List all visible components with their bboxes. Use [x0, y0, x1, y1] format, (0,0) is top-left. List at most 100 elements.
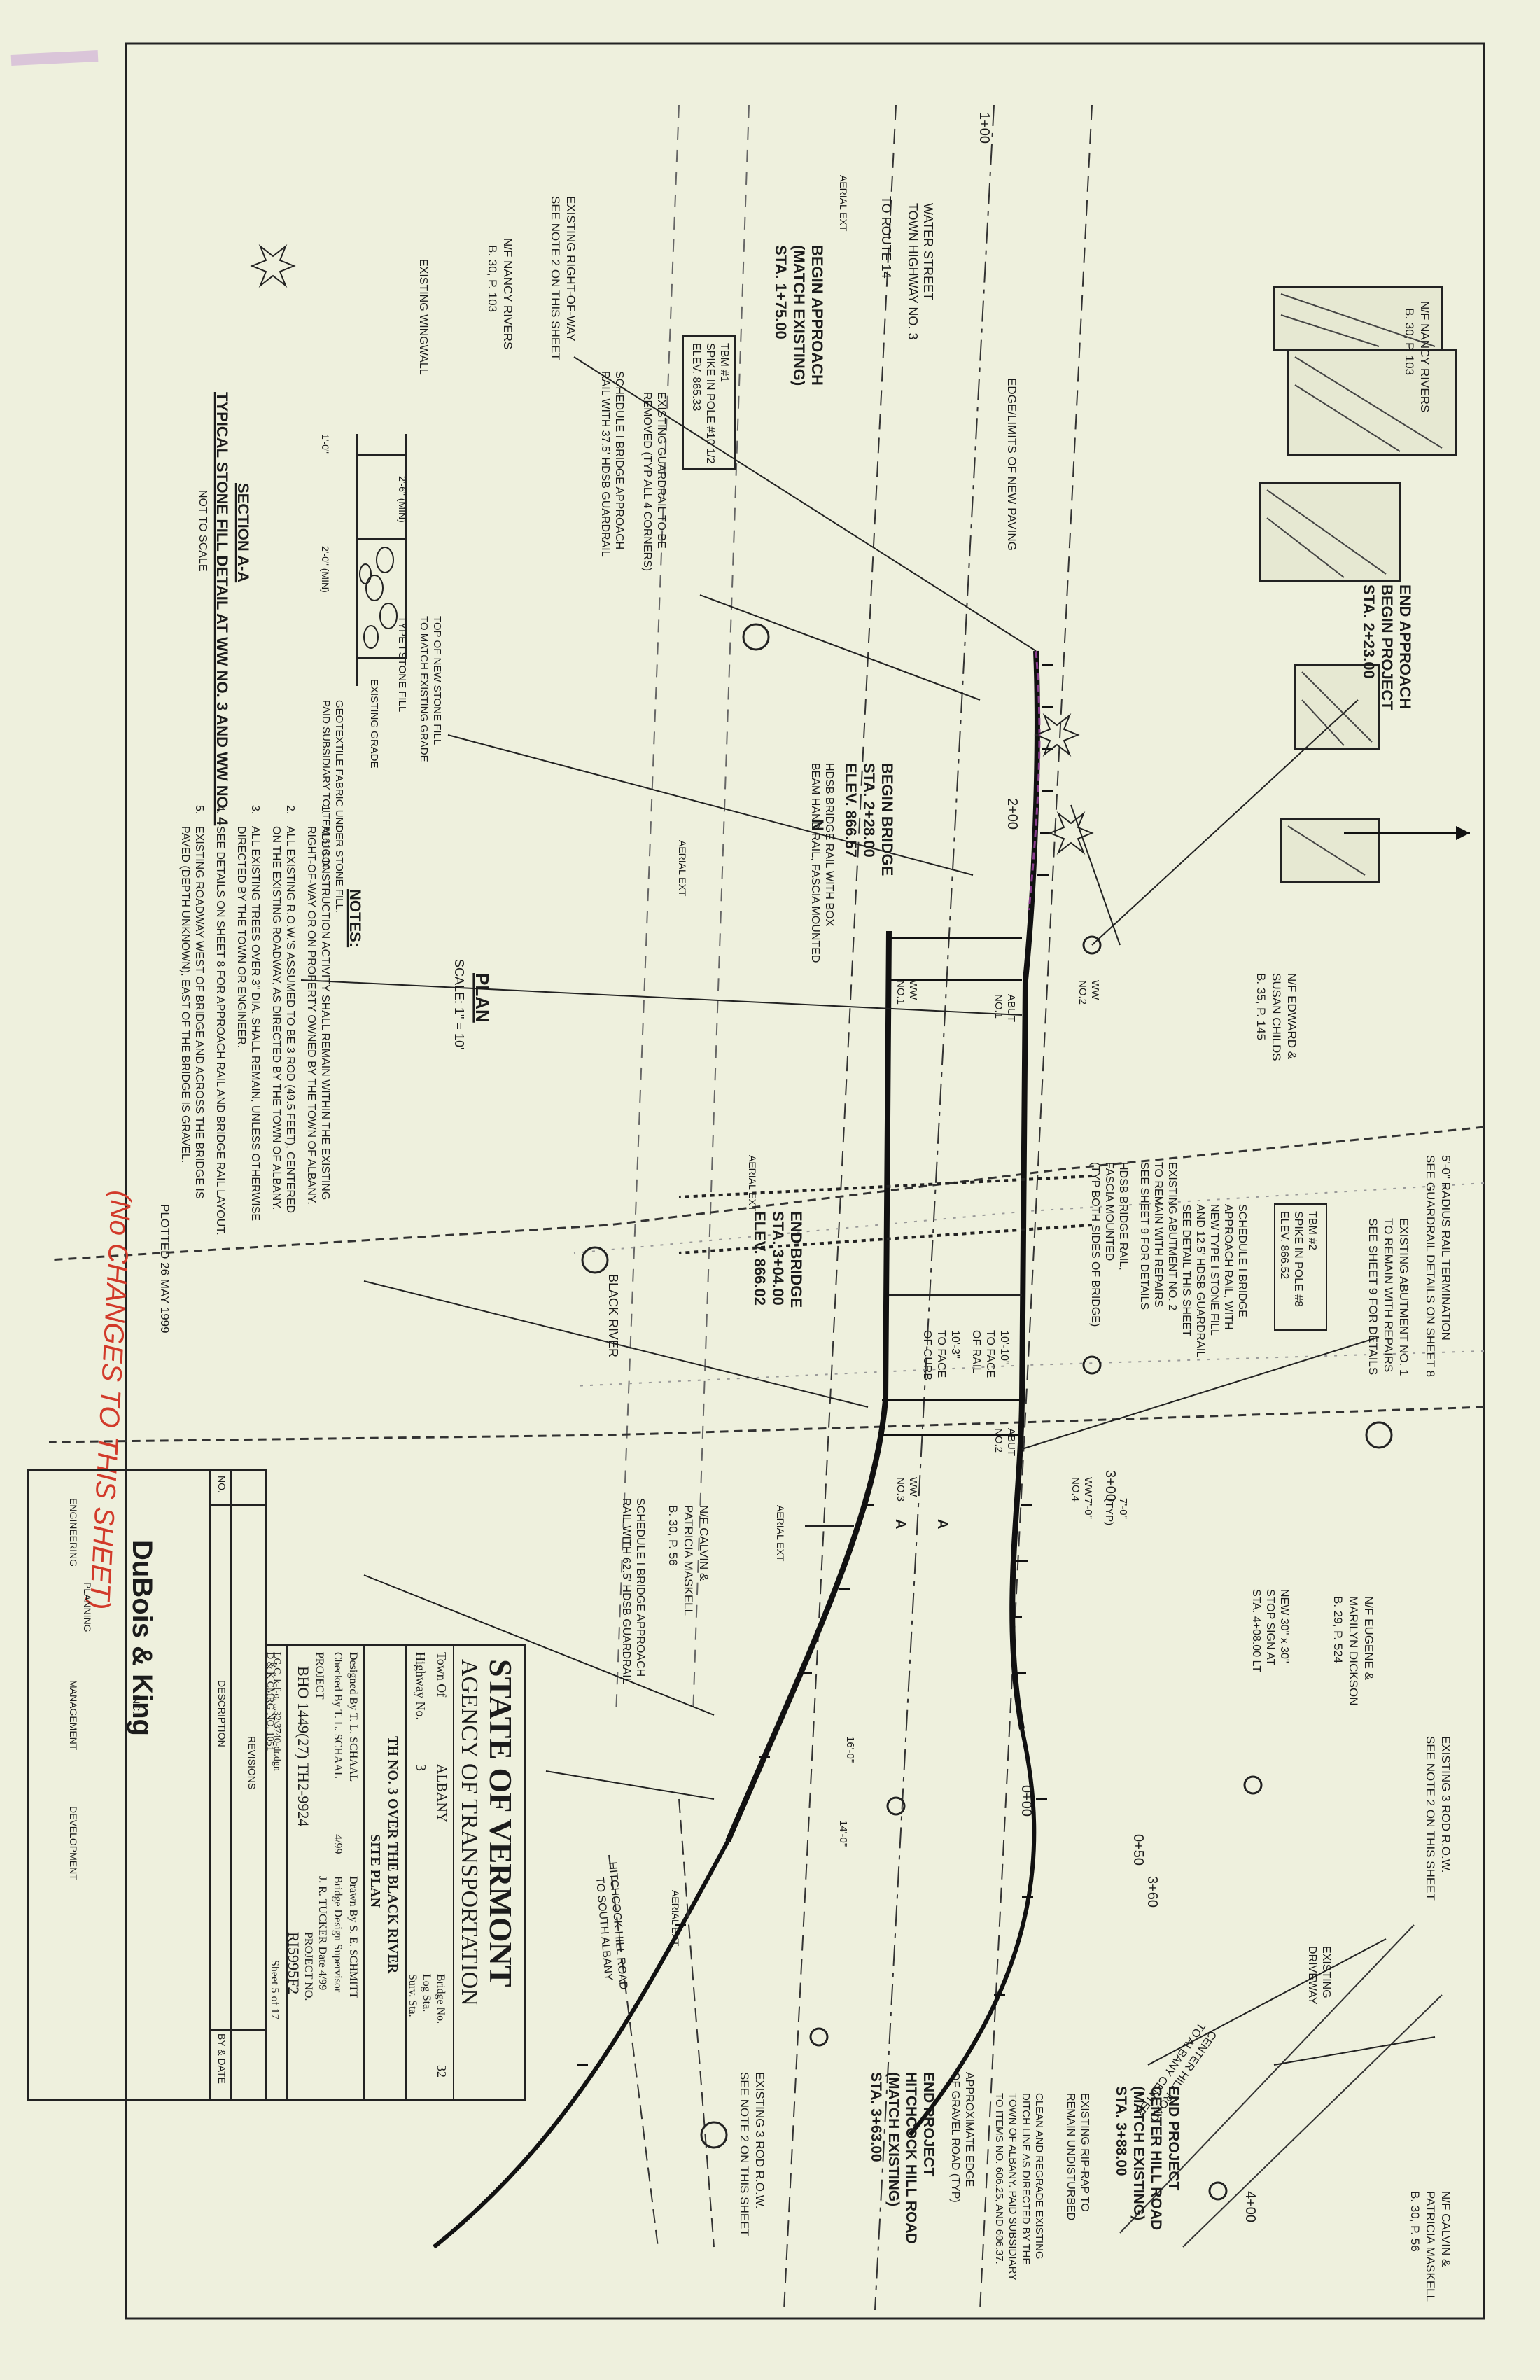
- black-river-label: BLACK RIVER: [606, 1274, 620, 1357]
- sheet-border: [125, 42, 1485, 2320]
- existing-3rod-top: EXISTING 3 ROD R.O.W.SEE NOTE 2 ON THIS …: [1424, 1736, 1452, 1900]
- plan-drawing: [48, 104, 1485, 2311]
- town-label: Town Of: [435, 1652, 449, 1697]
- to-route14: TO ROUTE 14: [879, 196, 893, 279]
- highway-value: 3: [413, 1764, 428, 1771]
- nf-maskell-top: N/F CALVIN &PATRICIA MASKELLB. 30, P. 56: [1408, 2191, 1452, 2302]
- abut2-remain-note: EXISTING ABUTMENT NO. 2TO REMAIN WITH RE…: [1138, 1162, 1178, 1310]
- firm-service: PLANNING: [82, 1582, 93, 1632]
- aerial-ext-label: AERIAL EXT: [747, 1155, 758, 1212]
- stop-sign-note: NEW 30" x 30"STOP SIGN ATSTA. 4+08.00 LT: [1250, 1589, 1290, 1672]
- agency-title: STATE OF VERMONT: [483, 1659, 519, 1987]
- existing-3rod-low: EXISTING 3 ROD R.O.W.SEE NOTE 2 ON THIS …: [738, 2072, 766, 2236]
- section-mark-a: A: [892, 1519, 908, 1529]
- rev-by-label: BY & DATE: [216, 2033, 227, 2084]
- project-no-label: PROJECT NO.: [302, 1932, 314, 2001]
- clean-ditch-note: CLEAN AND REGRADE EXISTINGDITCH LINE AS …: [993, 2093, 1045, 2281]
- checked-by: Checked By T. L. SCHAAL: [332, 1652, 344, 1779]
- begin-approach-callout: BEGIN APPROACH(MATCH EXISTING)STA. 1+75.…: [772, 245, 826, 386]
- type-stone-note: TYPE I STONE FILL: [396, 616, 408, 712]
- existing-grade-note: EXISTING GRADE: [368, 679, 380, 769]
- log-sta-label: Log Sta.: [421, 1974, 433, 2012]
- existing-riprap: EXISTING RIP-RAP TOREMAIN UNDISTURBED: [1065, 2093, 1091, 2220]
- aerial-ext-label: AERIAL EXT: [838, 175, 849, 232]
- station-label: 2+00: [1004, 798, 1020, 830]
- agency-subtitle: AGENCY OF TRANSPORTATION: [456, 1659, 482, 2006]
- face-curb-dim: 10'-3"TO FACEOF CURB: [921, 1330, 961, 1380]
- north-arrow-label: N: [808, 819, 827, 831]
- plan-title: PLAN: [472, 973, 493, 1023]
- aerial-ext-label: AERIAL EXT: [775, 1505, 786, 1562]
- dim-14ft: 14'-0": [837, 1820, 849, 1847]
- end-approach-callout: END APPROACHBEGIN PROJECTSTA. 2+23.00: [1360, 584, 1414, 710]
- dim-7ft: 7'-0": [1117, 1498, 1129, 1519]
- station-label: 1+00: [976, 112, 992, 144]
- end-project-hitchcock: END PROJECTHITCHCOCK HILL ROAD(MATCH EXI…: [868, 2072, 937, 2244]
- nf-rivers-top: N/F NANCY RIVERSB. 30, P. 103: [1403, 301, 1432, 412]
- nf-maskell-low: N/F CALVIN &PATRICIA MASKELLB. 30, P. 56: [666, 1505, 710, 1616]
- schedule-rail-note: SCHEDULE I BRIDGE APPROACHRAIL WITH 37.5…: [599, 371, 625, 557]
- existing-wingwall-label: EXISTING WINGWALL: [417, 259, 429, 375]
- project-label: PROJECT: [314, 1652, 326, 1700]
- section-a-a-detail: [356, 434, 407, 686]
- abut-no1: ABUTNO.1: [993, 994, 1017, 1022]
- project-no: RI5995F2: [285, 1932, 302, 1994]
- note-item: 5.EXISTING ROADWAY WEST OF BRIDGE AND AC…: [179, 805, 205, 1199]
- end-bridge-callout: END BRIDGESTA. 3+04.00ELEV. 866.02: [751, 1211, 805, 1308]
- water-street-label: WATER STREETTOWN HIGHWAY NO. 3: [906, 203, 935, 340]
- drawn-by: Drawn By S. E. SCHMITT: [347, 1876, 359, 1998]
- schedule-rail-new-note: SCHEDULE I BRIDGEAPPROACH RAIL, WITHNEW …: [1180, 1204, 1248, 1357]
- top-stone-note: TOP OF NEW STONE FILLTO MATCH EXISTING G…: [418, 616, 443, 762]
- project-name: BHO 1449(27) TH2-9924: [295, 1666, 312, 1826]
- hdsb-rail-note: HDSB BRIDGE RAIL WITH BOXBEAM HAND RAIL,…: [809, 763, 835, 962]
- tbm2-box: TBM #2SPIKE IN POLE #8ELEV. 866.52: [1278, 1211, 1318, 1307]
- rev-desc-label: DESCRIPTION: [216, 1680, 227, 1747]
- schedule-rail-62-note: SCHEDULE I BRIDGE APPROACHRAIL WITH 62.5…: [620, 1498, 646, 1684]
- end-project-center: END PROJECTCENTER HILL ROAD(MATCH EXISTI…: [1113, 2086, 1182, 2230]
- rev-no-label: NO.: [216, 1476, 227, 1493]
- dk-line: D & K CMRG NO. 1051: [265, 1652, 275, 1751]
- supervisor-name: J. R. TUCKER Date 4/99: [316, 1876, 328, 1990]
- aerial-ext-label: AERIAL EXT: [670, 1890, 681, 1947]
- section-dim-right: 2'-0" (MIN): [320, 546, 331, 593]
- firm-service: MANAGEMENT: [68, 1680, 79, 1751]
- firm-logo: DuBois & King: [127, 1540, 158, 1736]
- aerial-ext-label: AERIAL EXT: [677, 840, 688, 897]
- firm-service: DEVELOPMENT: [68, 1806, 79, 1880]
- station-label: 3+60: [1144, 1876, 1160, 1907]
- station-label: 3+00: [1102, 1470, 1118, 1502]
- tbm1-box: TBM #1SPIKE IN POLE #10 1/2ELEV. 865.33: [690, 343, 730, 464]
- sheet-title: SITE PLAN: [368, 1834, 383, 1908]
- notes-heading: NOTES:: [346, 889, 364, 947]
- bridge-no-label: Bridge No.: [435, 1974, 447, 2024]
- title-block: REVISIONS NO. DESCRIPTION BY & DATE DuBo…: [27, 1469, 526, 2101]
- section-subtitle: TYPICAL STONE FILL DETAIL AT WW NO. 3 AN…: [214, 392, 231, 826]
- nf-rivers-low: N/F NANCY RIVERSB. 30, P. 103: [486, 238, 514, 349]
- highway-label: Highway No.: [414, 1652, 428, 1720]
- ww-no4: WWNO.4: [1070, 1477, 1094, 1502]
- abut-no2: ABUTNO.2: [993, 1428, 1017, 1456]
- abut1-remain-note: EXISTING ABUTMENT NO. 1TO REMAIN WITH RE…: [1366, 1218, 1410, 1376]
- begin-bridge-callout: BEGIN BRIDGESTA. 2+28.00ELEV. 866.57: [842, 763, 896, 876]
- dim-typ: (TYP): [1103, 1498, 1115, 1525]
- firm-inc: INC.: [131, 1694, 142, 1714]
- firm-service: ENGINEERING: [68, 1498, 79, 1567]
- face-rail-dim: 10'-10"TO FACEOF RAIL: [970, 1330, 1010, 1378]
- note-item: 1.ALL CONSTRUCTION ACTIVITY SHALL REMAIN…: [305, 805, 331, 1205]
- station-label: 4+00: [1242, 2191, 1258, 2222]
- hdsb-fascia-note: HDSB BRIDGE RAIL,FASCIA MOUNTED(TYP BOTH…: [1089, 1162, 1129, 1326]
- dim-7ft: 7'-0": [1082, 1498, 1094, 1519]
- plan-scale: SCALE: 1" = 10': [452, 959, 466, 1049]
- ww-no2: WWNO.2: [1077, 980, 1101, 1004]
- station-label: 0+00: [1018, 1785, 1034, 1816]
- section-scale-note: NOT TO SCALE: [197, 490, 209, 571]
- dim-16ft: 16'-0": [844, 1736, 856, 1763]
- radius-rail-note: 5'-0" RADIUS RAIL TERMINATIONSEE GUARDRA…: [1424, 1155, 1452, 1377]
- station-label: 0+50: [1130, 1834, 1146, 1865]
- edge-paving-note: EDGE/LIMITS OF NEW PAVING: [1005, 378, 1018, 551]
- ww-no1: WWNO.1: [895, 980, 919, 1004]
- note-item: 2.ALL EXISTING R.O.W.'S ASSUMED TO BE 3 …: [270, 805, 296, 1213]
- note-item: 4.SEE DETAILS ON SHEET 8 FOR APPROACH RA…: [214, 805, 226, 1236]
- bridge-no-value: 32: [435, 2065, 449, 2078]
